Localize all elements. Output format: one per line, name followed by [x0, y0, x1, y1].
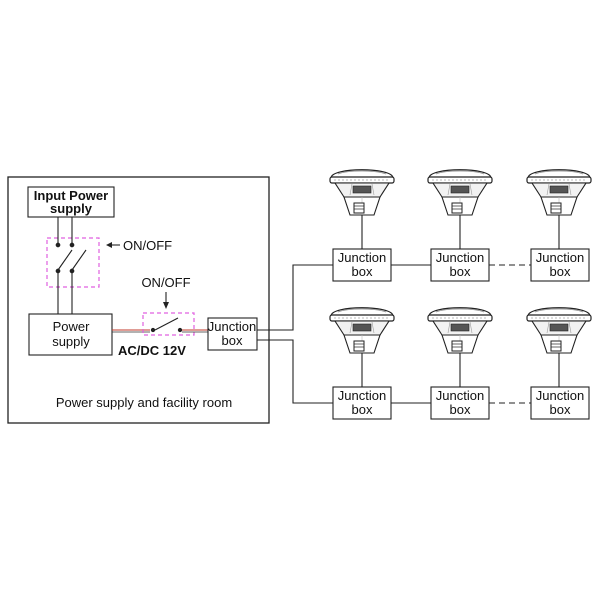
- junction-box-4-line2: box: [352, 402, 373, 417]
- junction-box-6-line1: Junction: [536, 388, 584, 403]
- secondary-onoff-arrow-icon: [163, 292, 169, 309]
- junction-box-1: Junction box: [332, 248, 392, 282]
- lamp-icon-3: [526, 169, 592, 224]
- room-junction-box: [207, 317, 258, 351]
- facility-room-border: [7, 176, 270, 424]
- junction-box-5-line1: Junction: [436, 388, 484, 403]
- lamp-icon-4: [329, 307, 395, 362]
- secondary-switch-dashed-box: [142, 312, 195, 336]
- main-onoff-arrow-icon: [106, 242, 120, 248]
- junction-box-3-line2: box: [550, 264, 571, 279]
- power-supply-box: [28, 313, 113, 356]
- input-power-supply-label-line1: Input Power: [34, 188, 108, 203]
- lamp-icon-5: [427, 307, 493, 362]
- junction-box-4: Junction box: [332, 386, 392, 420]
- lamp-icon-2: [427, 169, 493, 224]
- room-junction-label-line2: box: [222, 333, 243, 348]
- junction-box-5: Junction box: [430, 386, 490, 420]
- main-onoff-label: ON/OFF: [123, 238, 172, 253]
- junction-box-1-line2: box: [352, 264, 373, 279]
- junction-box-2-line2: box: [450, 264, 471, 279]
- lamp-icon-6: [526, 307, 592, 362]
- junction-box-4-line1: Junction: [338, 388, 386, 403]
- junction-box-2-line1: Junction: [436, 250, 484, 265]
- room-junction-label-line1: Junction: [208, 319, 256, 334]
- junction-box-1-line1: Junction: [338, 250, 386, 265]
- secondary-switch-icon: [150, 317, 183, 333]
- room-caption: Power supply and facility room: [56, 395, 232, 410]
- lamp-icon-1: [329, 169, 395, 224]
- power-supply-label-line2: supply: [52, 334, 90, 349]
- junction-box-2: Junction box: [430, 248, 490, 282]
- power-supply-label-line1: Power: [53, 319, 91, 334]
- main-switch-dashed-box: [46, 237, 100, 288]
- secondary-onoff-label: ON/OFF: [141, 275, 190, 290]
- voltage-label: AC/DC 12V: [118, 343, 186, 358]
- junction-box-6-line2: box: [550, 402, 571, 417]
- junction-box-5-line2: box: [450, 402, 471, 417]
- junction-box-6: Junction box: [530, 386, 590, 420]
- main-switch-icon: [55, 217, 87, 314]
- input-power-supply-box: [27, 186, 115, 218]
- input-power-supply-label-line2: supply: [50, 201, 93, 216]
- junction-box-3-line1: Junction: [536, 250, 584, 265]
- junction-box-3: Junction box: [530, 248, 590, 282]
- feed-wiring: [257, 223, 560, 404]
